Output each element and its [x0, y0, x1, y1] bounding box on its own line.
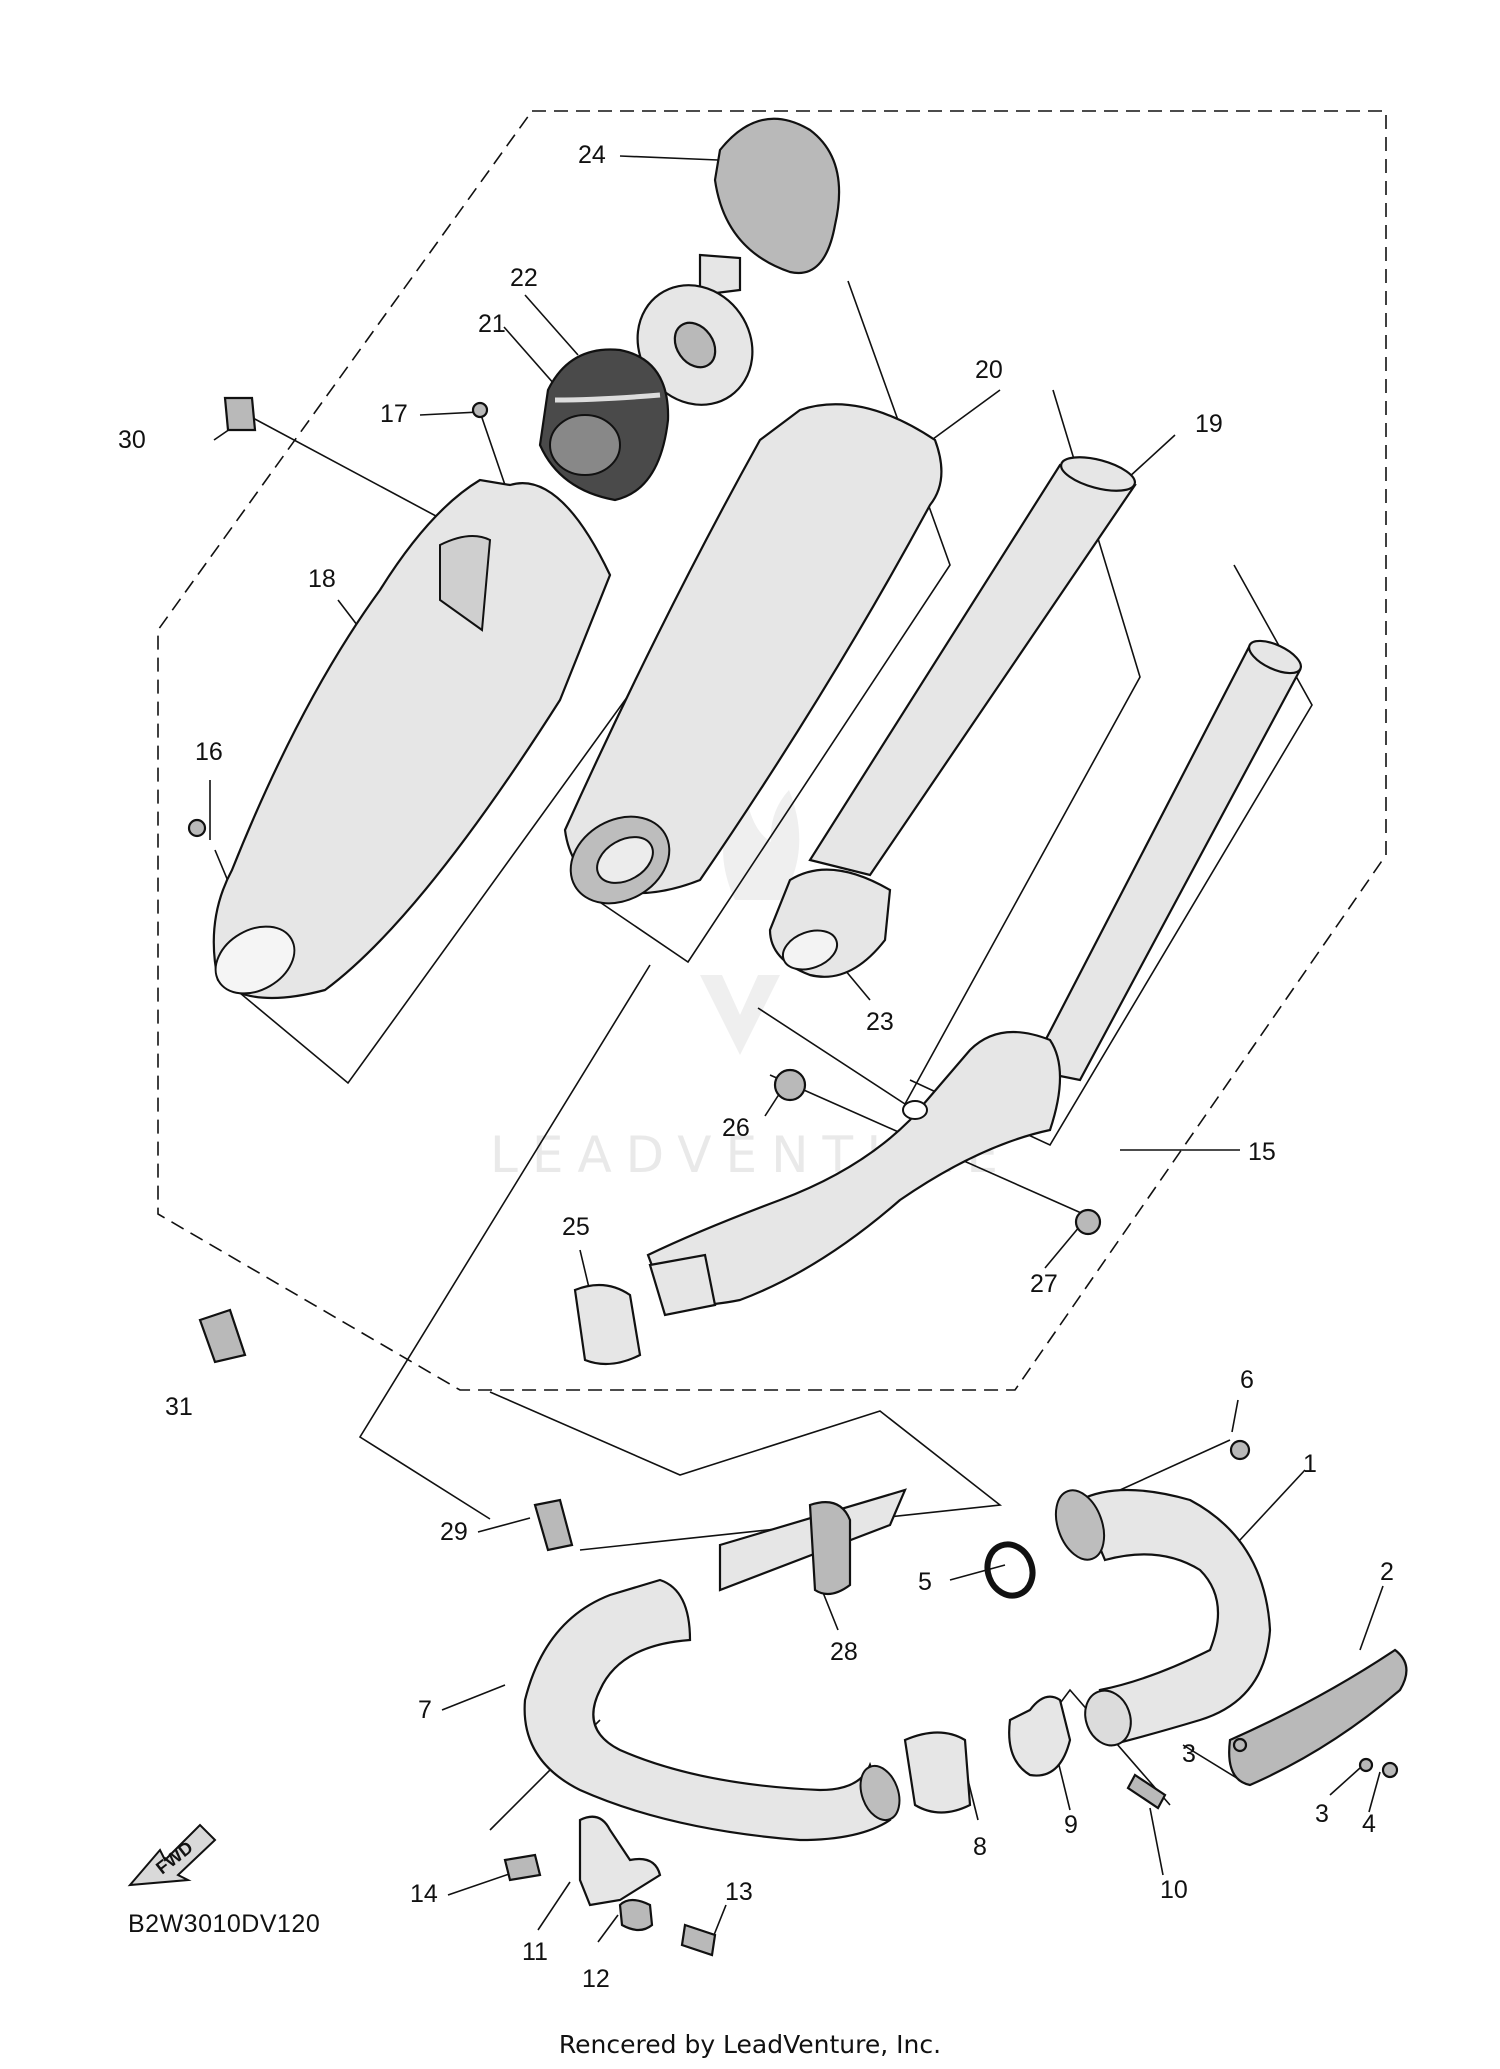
part-25-gasket-sleeve — [573, 1283, 642, 1366]
footer-credit: Rencered by LeadVenture, Inc. — [559, 2030, 941, 2059]
callout-4: 4 — [1362, 1810, 1376, 1838]
part-14-bolt — [503, 1853, 542, 1882]
part-16-screw — [187, 818, 207, 838]
callout-22: 22 — [510, 264, 538, 292]
callout-6: 6 — [1240, 1366, 1254, 1394]
part-2-protector — [1228, 1648, 1408, 1787]
part-7-exhaust-pipe — [523, 1578, 901, 1842]
callout-14: 14 — [410, 1880, 438, 1908]
callout-16: 16 — [195, 738, 223, 766]
drawing-code: B2W3010DV120 — [128, 1910, 320, 1938]
callout-17: 17 — [380, 400, 408, 428]
part-6-nut — [1229, 1439, 1251, 1461]
callout-3-right: 3 — [1315, 1800, 1329, 1828]
part-12-collar — [618, 1898, 654, 1932]
callout-10: 10 — [1160, 1876, 1188, 1904]
part-5-gasket — [984, 1541, 1036, 1599]
part-3-screws — [1232, 1737, 1374, 1773]
part-30-bolt — [223, 396, 257, 432]
part-18-muffler-cover — [212, 478, 612, 1000]
muffler-assembly-boundary — [157, 110, 1387, 1391]
part-4-bolt — [1381, 1761, 1399, 1779]
part-27-bolt — [1074, 1208, 1102, 1236]
part-21-22-packing-cap — [538, 348, 670, 502]
part-15-muffler-pipe — [646, 639, 1302, 1317]
callout-9: 9 — [1064, 1811, 1078, 1839]
callout-30: 30 — [118, 426, 146, 454]
callout-2: 2 — [1380, 1558, 1394, 1586]
callout-7: 7 — [418, 1696, 432, 1724]
part-19-inner-pipe — [768, 456, 1137, 978]
callout-28: 28 — [830, 1638, 858, 1666]
callout-15: 15 — [1248, 1138, 1276, 1166]
callout-1: 1 — [1303, 1450, 1317, 1478]
part-9-clamp — [1008, 1695, 1072, 1777]
part-26-grommet — [773, 1068, 807, 1102]
forward-arrow-icon: FWD — [127, 1823, 217, 1887]
part-29-bolt — [533, 1498, 574, 1552]
callout-27: 27 — [1030, 1270, 1058, 1298]
callout-18: 18 — [308, 565, 336, 593]
part-20-outer-shell — [563, 403, 943, 905]
callout-24: 24 — [578, 141, 606, 169]
callout-23: 23 — [866, 1008, 894, 1036]
part-10-bolt — [1126, 1773, 1167, 1810]
part-17-screw — [471, 401, 489, 419]
callout-5: 5 — [918, 1568, 932, 1596]
callout-8: 8 — [973, 1833, 987, 1861]
callout-19: 19 — [1195, 410, 1223, 438]
callout-12: 12 — [582, 1965, 610, 1993]
part-31-bolt — [198, 1308, 247, 1364]
callout-31: 31 — [165, 1393, 193, 1421]
part-8-gasket-sleeve — [903, 1731, 972, 1814]
callout-26: 26 — [722, 1114, 750, 1142]
callout-13: 13 — [725, 1878, 753, 1906]
part-11-bracket — [578, 1815, 662, 1907]
callout-20: 20 — [975, 356, 1003, 384]
callout-11: 11 — [522, 1938, 548, 1966]
callout-3-left: 3 — [1182, 1740, 1196, 1768]
callout-21: 21 — [478, 310, 506, 338]
part-24-inner-pipe — [636, 253, 754, 406]
callout-25: 25 — [562, 1213, 590, 1241]
part-24-end-cap — [713, 117, 841, 275]
part-1-exhaust-pipe — [1054, 1488, 1272, 1747]
part-13-bolt — [680, 1923, 717, 1957]
callout-29: 29 — [440, 1518, 468, 1546]
part-28-bracket — [718, 1488, 907, 1596]
callout-labels: 1 2 3 3 4 5 6 7 8 9 10 11 12 13 14 15 16… — [118, 141, 1394, 1993]
